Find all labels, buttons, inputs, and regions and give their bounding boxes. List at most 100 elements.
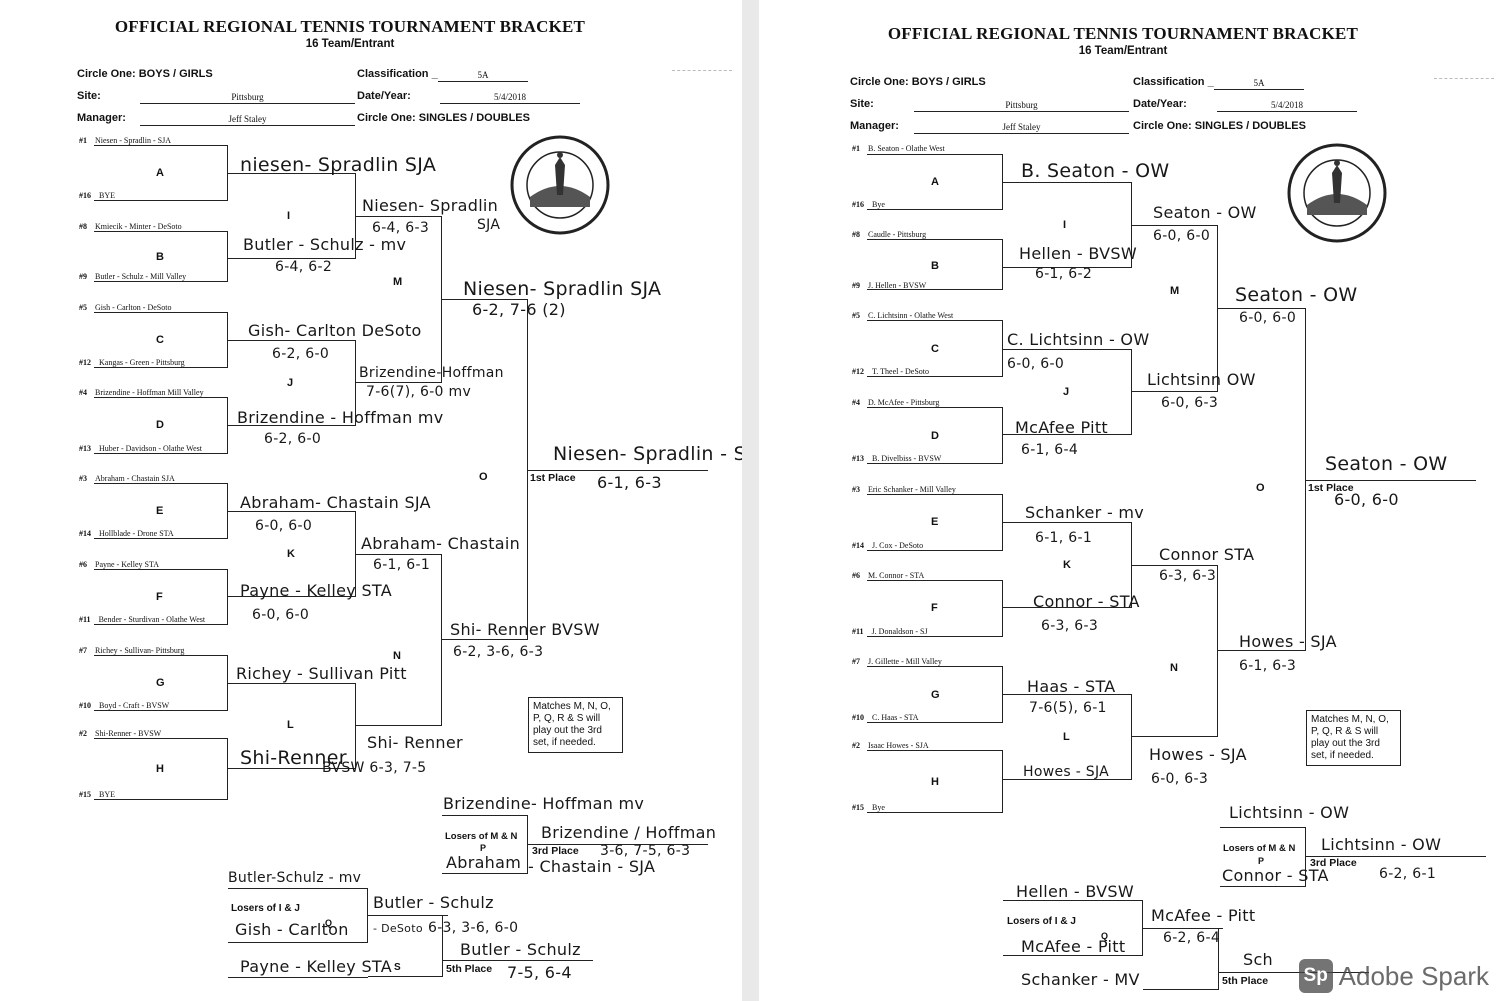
handwritten-score: 6-2, 6-0 bbox=[272, 346, 330, 362]
match-label: P bbox=[480, 843, 487, 853]
match-label: I bbox=[1063, 219, 1067, 231]
handwritten-winner: Lichtsinn OW bbox=[1147, 370, 1256, 389]
losers-label: Losers of I & J bbox=[231, 903, 300, 914]
handwritten-entry: - DeSoto bbox=[373, 922, 423, 935]
type-label: Circle One: SINGLES / DOUBLES bbox=[357, 112, 530, 124]
match-label: A bbox=[156, 167, 164, 179]
handwritten-winner: niesen- Spradlin SJA bbox=[240, 154, 437, 176]
match-label: C bbox=[156, 334, 164, 346]
first-place-label: 1st Place bbox=[1308, 482, 1354, 494]
handwritten-score: 6-2, 3-6, 6-3 bbox=[453, 644, 544, 660]
handwritten-entry: Brizendine- Hoffman mv bbox=[443, 794, 645, 813]
handwritten-score: 6-1, 6-3 bbox=[1239, 658, 1297, 674]
bracket-line bbox=[1132, 225, 1218, 392]
bracket-line bbox=[1218, 308, 1306, 651]
handwritten-winner: Connor - STA bbox=[1033, 592, 1140, 611]
match-label: L bbox=[1063, 731, 1070, 743]
bracket-line bbox=[867, 666, 1003, 723]
handwritten-score: 6-1, 6-3 bbox=[597, 473, 662, 492]
match-label: H bbox=[156, 763, 164, 775]
match-label: Q bbox=[1101, 931, 1109, 941]
handwritten-score: 6-1, 6-1 bbox=[1035, 530, 1093, 546]
adobe-spark-watermark: Sp Adobe Spark bbox=[1298, 959, 1489, 993]
fifth-place-label: 5th Place bbox=[446, 963, 493, 975]
handwritten-score: BVSW 6-3, 7-5 bbox=[322, 760, 427, 776]
bracket-line bbox=[867, 407, 1003, 464]
bracket-line bbox=[228, 683, 356, 769]
handwritten-champion: Niesen- Spradlin - SJ bbox=[553, 443, 742, 465]
handwritten-winner: Butler - Schulz - mv bbox=[243, 235, 407, 254]
winner-line bbox=[528, 844, 708, 845]
bracket-line bbox=[1132, 565, 1218, 737]
match-label: J bbox=[1063, 386, 1070, 398]
bracket-line bbox=[867, 494, 1003, 551]
spark-watermark-text: Adobe Spark bbox=[1338, 960, 1489, 991]
classification-value: 5A bbox=[1214, 78, 1304, 90]
handwritten-winner: Niesen- Spradlin SJA bbox=[463, 278, 662, 300]
bracket-line bbox=[94, 738, 228, 800]
handwritten-entry: Butler-Schulz - mv bbox=[228, 870, 362, 886]
match-label: S bbox=[394, 962, 401, 973]
handwritten-score: 7-5, 6-4 bbox=[507, 963, 572, 982]
handwritten-entry: Gish - Carlton bbox=[235, 920, 349, 939]
handwritten-score: 6-3, 3-6, 6-0 bbox=[428, 920, 519, 936]
handwritten-winner: Butler - Schulz bbox=[373, 893, 494, 912]
first-place-label: 1st Place bbox=[530, 472, 576, 484]
site-value: Pittsburg bbox=[914, 100, 1129, 112]
handwritten-score: 6-2, 6-4 bbox=[1163, 930, 1221, 946]
winner-line bbox=[1306, 856, 1486, 857]
bracket-line bbox=[1003, 900, 1143, 956]
match-label: D bbox=[931, 430, 939, 442]
bracket-line bbox=[228, 173, 356, 259]
losers-label: Losers of M & N bbox=[445, 831, 518, 842]
site-label: Site: bbox=[77, 90, 101, 102]
handwritten-score: 6-0, 6-0 bbox=[1334, 490, 1399, 509]
handwritten-winner: Abraham- Chastain bbox=[361, 534, 521, 553]
khsaa-seal-icon bbox=[1287, 143, 1387, 243]
sheet-title: OFFICIAL REGIONAL TENNIS TOURNAMENT BRAC… bbox=[887, 24, 1359, 43]
bracket-line bbox=[94, 231, 228, 282]
bracket-line bbox=[94, 145, 228, 201]
handwritten-entry: Abraham bbox=[446, 853, 522, 872]
handwritten-score: 6-3, 6-3 bbox=[1159, 568, 1217, 584]
handwritten-score: 6-4, 6-3 bbox=[372, 220, 430, 236]
match-label: P bbox=[1258, 856, 1265, 866]
bracket-line bbox=[356, 554, 442, 726]
handwritten-winner: Howes - SJA bbox=[1239, 632, 1337, 651]
handwritten-score: 6-0, 6-3 bbox=[1151, 771, 1209, 787]
handwritten-winner: Payne - Kelley STA bbox=[240, 581, 392, 600]
handwritten-winner: B. Seaton - OW bbox=[1021, 160, 1170, 182]
handwritten-score: 6-1, 6-1 bbox=[373, 557, 431, 573]
match-label: H bbox=[931, 776, 939, 788]
bracket-line bbox=[368, 915, 443, 977]
date-label: Date/Year: bbox=[357, 90, 411, 102]
match-label: C bbox=[931, 343, 939, 355]
handwritten-score: 6-0, 6-0 bbox=[1239, 310, 1297, 326]
scan-mark bbox=[1434, 78, 1494, 79]
scan-mark bbox=[672, 70, 732, 71]
date-value: 5/4/2018 bbox=[440, 92, 580, 104]
handwritten-score: 7-6(5), 6-1 bbox=[1029, 700, 1107, 716]
match-label: M bbox=[393, 276, 403, 288]
handwritten-score: 6-1, 6-2 bbox=[1035, 266, 1093, 282]
bracket-line bbox=[94, 569, 228, 625]
handwritten-score: 3-6, 7-5, 6-3 bbox=[600, 843, 691, 859]
handwritten-winner: Gish- Carlton DeSoto bbox=[248, 321, 422, 340]
gender-label: Circle One: BOYS / GIRLS bbox=[850, 76, 986, 88]
type-label: Circle One: SINGLES / DOUBLES bbox=[1133, 120, 1306, 132]
entry-line bbox=[228, 977, 368, 978]
manager-value: Jeff Staley bbox=[914, 122, 1129, 134]
handwritten-winner: Brizendine-Hoffman bbox=[359, 365, 504, 381]
handwritten-entry: Schanker - MV bbox=[1021, 970, 1140, 989]
